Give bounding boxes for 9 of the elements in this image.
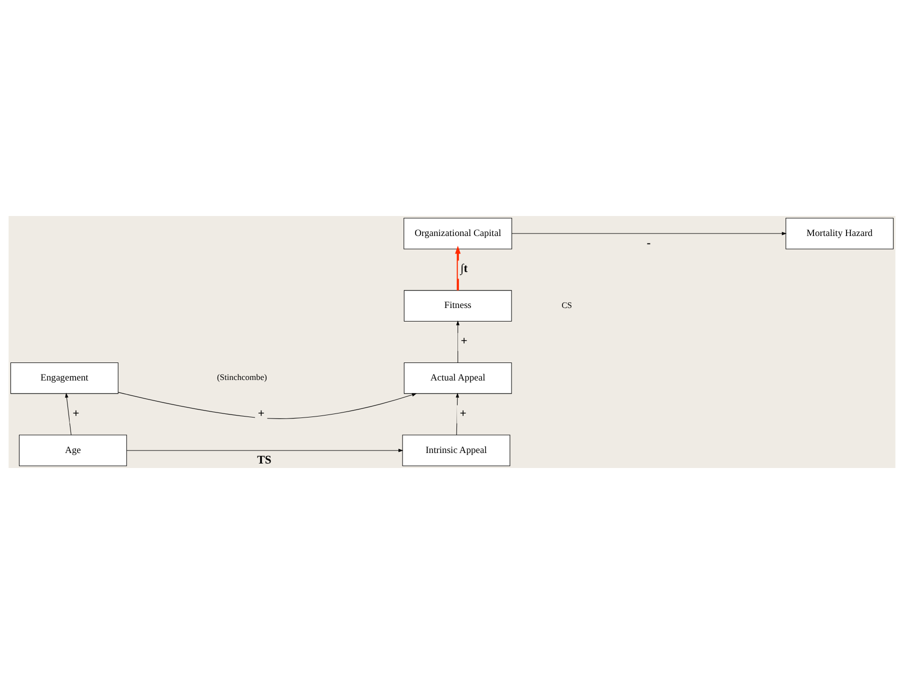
label: (Stinchcombe) <box>216 372 268 382</box>
label: CS <box>562 300 572 310</box>
edge-label: - <box>646 236 651 250</box>
edge-label: + <box>460 334 468 348</box>
edge-label: + <box>258 406 265 420</box>
edge-label: TS <box>257 454 272 467</box>
edge-label: + <box>460 406 466 420</box>
edge-label: + <box>72 406 80 420</box>
edge-label: ∫t <box>460 262 468 276</box>
